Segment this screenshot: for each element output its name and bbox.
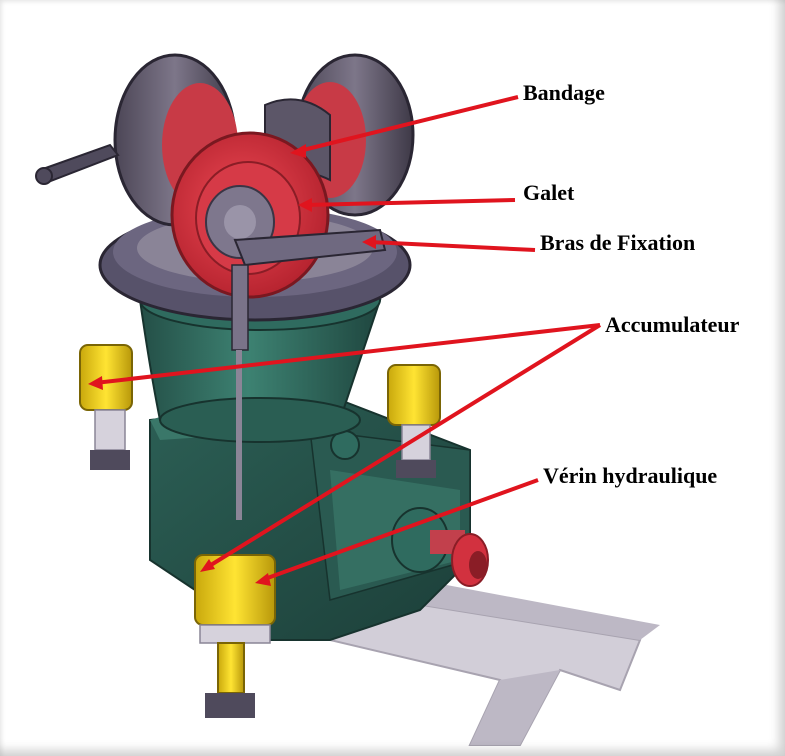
galet-roller	[172, 133, 328, 297]
adjustment-handle	[36, 145, 118, 184]
label-verin-hydraulique: Vérin hydraulique	[543, 463, 717, 488]
label-bandage: Bandage	[523, 80, 605, 105]
accumulator-left	[80, 345, 132, 470]
label-accumulateur: Accumulateur	[605, 312, 740, 337]
label-galet: Galet	[523, 180, 575, 205]
label-bras-de-fixation: Bras de Fixation	[540, 230, 695, 255]
